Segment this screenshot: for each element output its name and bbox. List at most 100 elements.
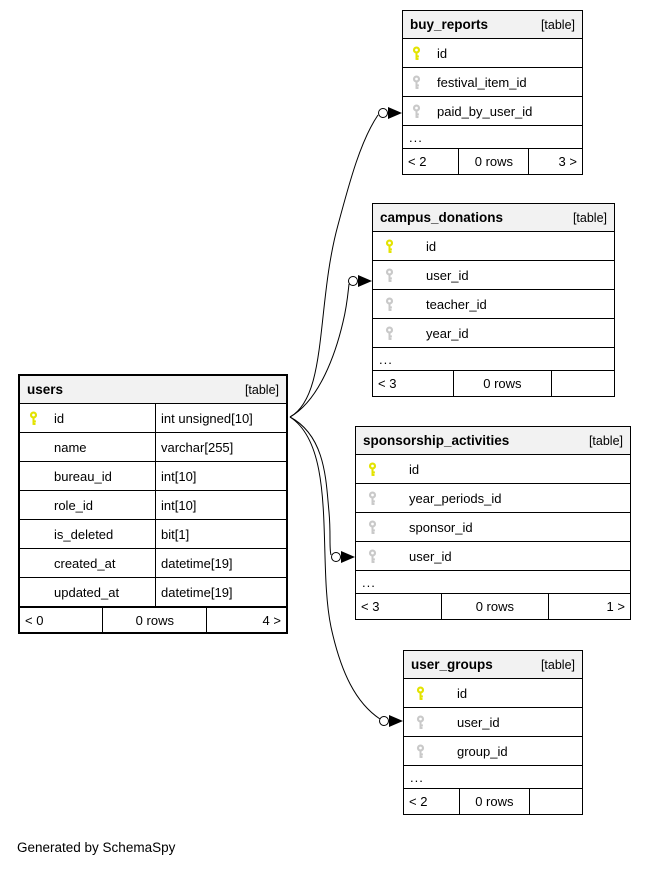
column-name: group_id: [457, 743, 508, 759]
column-name: paid_by_user_id: [437, 103, 533, 119]
primary-key-icon: [29, 410, 38, 425]
primary-key-icon: [416, 685, 425, 700]
column-name: user_id: [426, 267, 469, 283]
table-name: buy_reports: [410, 17, 489, 32]
table-stats-footer: < 2 0 rows: [404, 789, 582, 814]
column-name: year_id: [426, 325, 469, 341]
arrowhead-icon: [389, 715, 403, 727]
primary-key-icon: [368, 461, 377, 476]
foreign-key-icon: [368, 519, 377, 534]
table-name: user_groups: [411, 657, 493, 672]
column-row-id: id: [404, 679, 582, 708]
zero-or-one-circle: [379, 716, 389, 726]
children-count: 4 >: [206, 608, 286, 632]
table-stats-footer: < 3 0 rows 1 >: [356, 594, 630, 619]
table-type-tag: [table]: [572, 210, 607, 225]
column-name: id: [409, 461, 420, 477]
column-name: id: [54, 410, 65, 426]
more-columns-ellipsis: ...: [404, 766, 582, 789]
column-row-name: name varchar[255]: [20, 433, 286, 462]
column-row-user_id: user_id: [356, 542, 630, 571]
column-name: bureau_id: [54, 468, 112, 484]
key-icon-cell: [373, 267, 426, 283]
column-name: role_id: [54, 497, 94, 513]
children-count: 1 >: [547, 594, 630, 619]
column-name: id: [437, 45, 448, 61]
table-type-tag: [table]: [588, 433, 623, 448]
foreign-key-icon: [385, 267, 394, 282]
primary-key-icon: [385, 238, 394, 253]
foreign-key-icon: [416, 714, 425, 729]
table-stats-footer: < 3 0 rows: [373, 371, 614, 396]
foreign-key-icon: [412, 74, 421, 89]
column-row-group_id: group_id: [404, 737, 582, 766]
table-header: users [table]: [20, 376, 286, 404]
column-type: int unsigned[10]: [155, 404, 286, 432]
parents-count: < 3: [361, 599, 380, 614]
arrowhead-icon: [388, 107, 402, 119]
key-icon-cell: [356, 548, 409, 564]
column-row-user_id: user_id: [404, 708, 582, 737]
column-name: name: [54, 439, 87, 455]
key-icon-cell: [356, 519, 409, 535]
table-users[interactable]: users [table] id int unsigned[10] name v…: [18, 374, 288, 634]
foreign-key-icon: [416, 743, 425, 758]
foreign-key-icon: [368, 490, 377, 505]
table-type-tag: [table]: [244, 382, 279, 397]
table-user_groups[interactable]: user_groups [table] id user_id group_id …: [403, 650, 583, 815]
column-name: user_id: [457, 714, 500, 730]
column-name: created_at: [54, 555, 116, 571]
column-type: datetime[19]: [155, 578, 286, 606]
foreign-key-icon: [385, 296, 394, 311]
table-buy_reports[interactable]: buy_reports [table] id festival_item_id …: [402, 10, 583, 175]
parents-count: < 3: [378, 376, 397, 391]
key-icon-cell: [404, 743, 457, 759]
column-row-paid_by_user_id: paid_by_user_id: [403, 97, 582, 126]
key-icon-cell: [373, 325, 426, 341]
key-icon-cell: [20, 410, 54, 426]
column-name: id: [426, 238, 437, 254]
column-row-year_periods_id: year_periods_id: [356, 484, 630, 513]
column-row-sponsor_id: sponsor_id: [356, 513, 630, 542]
more-columns-ellipsis: ...: [403, 126, 582, 149]
children-count: [551, 371, 614, 396]
column-row-year_id: year_id: [373, 319, 614, 348]
table-sponsorship_activities[interactable]: sponsorship_activities [table] id year_p…: [355, 426, 631, 620]
table-header: sponsorship_activities [table]: [356, 427, 630, 455]
column-type: int[10]: [155, 462, 286, 490]
column-name: updated_at: [54, 584, 120, 600]
table-header: user_groups [table]: [404, 651, 582, 679]
key-icon-cell: [356, 461, 409, 477]
table-type-tag: [table]: [540, 657, 575, 672]
parents-count: < 2: [408, 154, 427, 169]
key-icon-cell: [404, 685, 457, 701]
generator-credit: Generated by SchemaSpy: [17, 840, 176, 855]
column-name: user_id: [409, 548, 452, 564]
relationship-users-sponsorship_activities: [289, 416, 355, 563]
table-name: users: [27, 382, 64, 397]
table-name: sponsorship_activities: [363, 433, 510, 448]
column-name: id: [457, 685, 468, 701]
column-name: is_deleted: [54, 526, 114, 542]
key-icon-cell: [403, 103, 437, 119]
key-icon-cell: [373, 296, 426, 312]
key-icon-cell: [403, 74, 437, 90]
column-row-is_deleted: is_deleted bit[1]: [20, 520, 286, 549]
column-row-id: id int unsigned[10]: [20, 404, 286, 433]
relationship-users-buy_reports: [289, 107, 402, 418]
relationship-users-user_groups: [289, 416, 403, 727]
column-name: festival_item_id: [437, 74, 527, 90]
column-row-teacher_id: teacher_id: [373, 290, 614, 319]
table-campus_donations[interactable]: campus_donations [table] id user_id teac…: [372, 203, 615, 397]
foreign-key-icon: [412, 103, 421, 118]
column-row-id: id: [373, 232, 614, 261]
foreign-key-icon: [385, 325, 394, 340]
column-row-id: id: [356, 455, 630, 484]
table-header: campus_donations [table]: [373, 204, 614, 232]
row-count: 0 rows: [102, 608, 206, 632]
column-row-user_id: user_id: [373, 261, 614, 290]
zero-or-one-circle: [331, 552, 341, 562]
more-columns-ellipsis: ...: [356, 571, 630, 594]
